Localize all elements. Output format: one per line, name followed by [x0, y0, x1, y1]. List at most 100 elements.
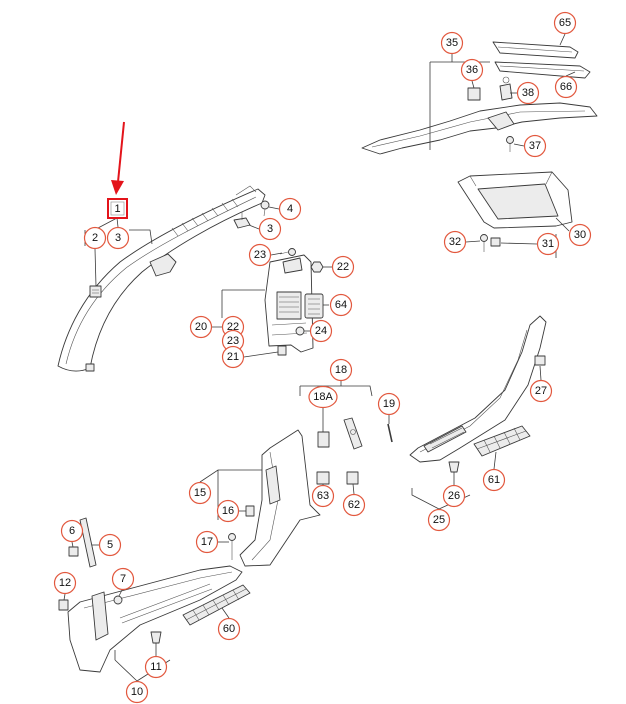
highlight-arrow	[111, 121, 125, 195]
callout[interactable]: 11	[144, 655, 168, 679]
callout[interactable]: 7	[111, 567, 135, 591]
leader-line	[221, 607, 230, 619]
callout-label: 37	[529, 140, 541, 152]
callout[interactable]: 18	[329, 358, 353, 382]
callout[interactable]: 16	[216, 499, 240, 523]
callout-label: 19	[383, 398, 395, 410]
callout[interactable]: 19	[377, 392, 401, 416]
callout-label: 20	[195, 321, 207, 333]
callout-label: 2	[92, 232, 98, 244]
callout-label: 65	[559, 17, 571, 29]
callout[interactable]: 20	[189, 315, 213, 339]
callout[interactable]: 62	[342, 493, 366, 517]
c-pillar-trim	[457, 171, 573, 229]
sill-seal-strip	[79, 517, 97, 568]
callout-label: 66	[560, 81, 572, 93]
callout-label: 64	[335, 299, 347, 311]
sill-screw	[113, 595, 123, 605]
callout[interactable]: 30	[568, 223, 592, 247]
callout-label: 3	[267, 223, 273, 235]
callout-label: 15	[194, 487, 206, 499]
height-adjuster-cover	[304, 293, 324, 319]
upper-trim-strip	[492, 41, 579, 59]
callout[interactable]: 66	[554, 75, 578, 99]
b-pillar-screw-upper	[279, 248, 296, 256]
leader-line	[513, 143, 525, 147]
callout[interactable]: 25	[427, 508, 451, 532]
lower-trim-strip	[494, 61, 591, 79]
callout-label: 31	[542, 238, 554, 250]
c-pillar-screw	[480, 234, 488, 252]
leader-line	[118, 589, 123, 597]
highlighted-part-number: 1	[114, 203, 120, 215]
callout[interactable]: 2	[83, 226, 107, 250]
callout[interactable]: 3	[258, 217, 282, 241]
callout[interactable]: 37	[523, 134, 547, 158]
callout[interactable]: 22	[331, 255, 355, 279]
callout-label: 11	[150, 661, 161, 673]
callout[interactable]: 64	[329, 293, 353, 317]
callouts: 65 35 36 38 66 37 4 2 3 3 23 22 64 20 22…	[53, 11, 592, 704]
callout-label: 62	[348, 499, 360, 511]
leader-line	[559, 33, 566, 46]
callout-label: 38	[522, 87, 534, 99]
callout[interactable]: 5	[98, 533, 122, 557]
callout-label: 4	[287, 203, 293, 215]
highlighted-part-label[interactable]: 1	[107, 198, 128, 219]
callout[interactable]: 61	[482, 468, 506, 492]
callout[interactable]: 10	[125, 680, 149, 704]
callout[interactable]: 32	[443, 230, 467, 254]
callout-label: 16	[222, 505, 234, 517]
callout-label: 36	[466, 64, 478, 76]
belt-guide-rod	[387, 423, 393, 443]
callout[interactable]: 65	[553, 11, 577, 35]
callout-label: 30	[574, 229, 586, 241]
b-pillar-nut	[310, 261, 324, 273]
leader-line	[268, 206, 280, 210]
leader-line	[565, 71, 576, 77]
a-pillar-screw	[260, 200, 270, 217]
callout[interactable]: 17	[195, 530, 219, 554]
leader-line	[429, 54, 490, 150]
callout[interactable]: 60	[217, 617, 241, 641]
belt-guide-plate	[343, 417, 363, 450]
left-sill-trim	[67, 565, 243, 673]
callout[interactable]: 26	[442, 484, 466, 508]
callout[interactable]: 35	[440, 31, 464, 55]
a-pillar-trim	[57, 185, 266, 372]
leader-line	[352, 483, 355, 495]
callout-label: 61	[488, 474, 500, 486]
callout-label: 60	[223, 623, 235, 635]
callout[interactable]: 4	[278, 197, 302, 221]
callout[interactable]: 18A	[308, 385, 338, 409]
callout-label: 10	[131, 686, 143, 698]
leader-line	[94, 248, 97, 287]
callout[interactable]: 12	[53, 571, 77, 595]
right-sill-clip	[448, 461, 460, 473]
leader-line	[71, 541, 74, 548]
right-sill-trim	[409, 315, 547, 463]
callout[interactable]: 3	[106, 226, 130, 250]
leader-line	[97, 217, 119, 229]
callout[interactable]: 21	[221, 345, 245, 369]
callout[interactable]: 36	[460, 58, 484, 82]
callout-label: 3	[115, 232, 121, 244]
callout-label: 35	[446, 37, 458, 49]
leader-line	[493, 451, 497, 470]
callout[interactable]: 38	[516, 81, 540, 105]
callout[interactable]: 63	[311, 484, 335, 508]
a-pillar-clip	[89, 285, 102, 298]
callout[interactable]: 31	[536, 232, 560, 256]
callout[interactable]: 15	[188, 481, 212, 505]
callout[interactable]: 24	[309, 319, 333, 343]
right-step-plate	[473, 425, 531, 457]
callout-label: 23	[254, 249, 266, 261]
callout[interactable]: 27	[529, 379, 553, 403]
leader-line	[465, 240, 481, 243]
callout[interactable]: 23	[248, 243, 272, 267]
callout-label: 6	[69, 525, 75, 537]
callout[interactable]: 6	[60, 519, 84, 543]
callout-label: 63	[317, 490, 329, 502]
